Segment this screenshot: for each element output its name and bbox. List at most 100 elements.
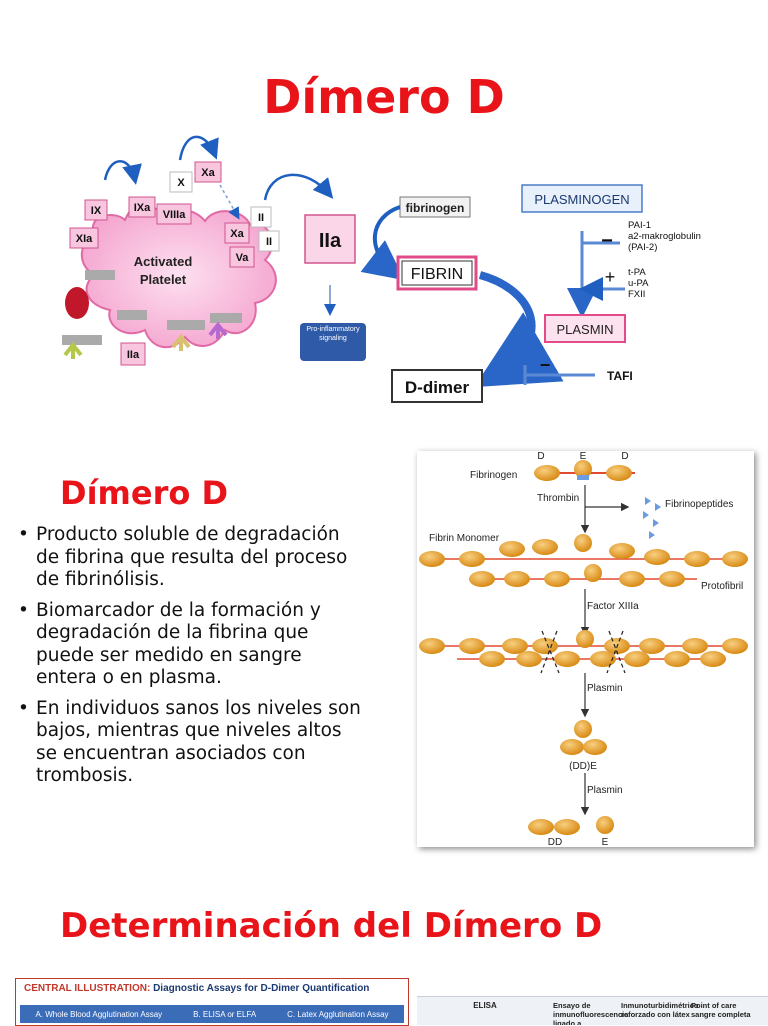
- ix-to-ixa-arrow: [103, 160, 142, 185]
- bullet-item: • En individuos sanos los niveles son baj…: [18, 698, 368, 788]
- tab-elisa-elfa: B. ELISA or ELFA: [193, 1009, 257, 1019]
- crosslinked-fibrin: [419, 630, 748, 674]
- bullet-item: • Producto soluble de degradación de fibr…: [18, 524, 368, 592]
- factor-xia-label: XIa: [76, 233, 93, 245]
- plasminogen-box: [521, 184, 643, 213]
- gpvi-receptor-box: [85, 270, 115, 280]
- bullet-dot: •: [18, 697, 29, 719]
- factor-ixa-box: [128, 196, 156, 218]
- slide-title-dimero-d-2: Dímero D: [60, 474, 229, 512]
- dd-and-e-fragments: [528, 816, 614, 835]
- factor-iia-bottom-box: [120, 342, 146, 366]
- receptor-y-green: [63, 341, 83, 359]
- e-bottom-label: E: [602, 837, 609, 847]
- fibrinopeptides-label: Fibrinopeptides: [665, 499, 733, 510]
- factor-iia-big-box: [304, 214, 356, 264]
- factor-ii-a-label: II: [258, 212, 264, 224]
- table-header-inmunoturbidimetrico: Inmunoturbidimétrico reforzado con látex: [621, 1001, 699, 1019]
- activated-platelet-label-line1: Activated: [134, 254, 193, 269]
- central-illustration-title: Diagnostic Assays for D-Dimer Quantifica…: [150, 983, 370, 994]
- plasmin-label-1: Plasmin: [587, 683, 623, 694]
- factor-iia-bottom-label: IIa: [127, 349, 140, 361]
- fibrin-to-ddimer-arrow: [474, 271, 564, 388]
- fibrin-inner-box: [401, 260, 473, 286]
- factor-va-label: Va: [236, 252, 250, 264]
- inhibitor-minus-sign: −: [601, 230, 613, 252]
- label-e-top: E: [580, 451, 587, 462]
- plasmin-box: [544, 314, 626, 343]
- activators-list: t-PA u-PA FXII: [628, 267, 649, 300]
- x-to-xa-arrow: [178, 135, 219, 161]
- thrombin-label: Thrombin: [537, 493, 579, 504]
- fibrinopeptides-fragments: [643, 497, 661, 539]
- slide-title-determinacion: Determinación del Dímero D: [60, 906, 603, 946]
- factor-ix-label: IX: [91, 205, 102, 217]
- dde-label: (DD)E: [569, 761, 597, 772]
- assay-comparison-table: ELISA Ensayo de inmunofluorescencia liga…: [417, 996, 768, 1025]
- par1-receptor-box: [117, 310, 147, 320]
- factor-xa-box: [224, 222, 250, 244]
- tab-latex: C. Latex Agglutination Assay: [287, 1009, 389, 1019]
- factor-ii-b-label: II: [266, 236, 272, 248]
- factor-x-label: X: [177, 177, 185, 189]
- receptor-x-yellow: [171, 333, 191, 351]
- dd-label: DD: [548, 837, 562, 847]
- table-header-elisa: ELISA: [473, 1001, 497, 1010]
- activated-platelet-label-line2: Platelet: [140, 272, 187, 287]
- factor-xa-top-label: Xa: [201, 167, 215, 179]
- factor-xa-label: Xa: [230, 228, 244, 240]
- factor-viiia-label: VIIIa: [163, 209, 187, 221]
- ii-to-iia-arrow: [263, 173, 334, 201]
- plasminogen-label: PLASMINOGEN: [534, 192, 629, 207]
- plasmin-label-2: Plasmin: [587, 785, 623, 796]
- factor-ii-b-box: [258, 230, 280, 252]
- factor-xa-top-box: [194, 161, 222, 183]
- factor-ix-box: [84, 199, 108, 221]
- pro-inflammatory-box: [300, 323, 366, 361]
- bullet-dot: •: [18, 524, 29, 545]
- factor-viiia-box: [156, 203, 192, 225]
- label-d-right: D: [621, 451, 628, 462]
- fibrinogen-label: fibrinogen: [406, 201, 465, 215]
- pselectin-receptor-box: [167, 320, 205, 330]
- bullet-text: Biomarcador de la formación y degradació…: [36, 599, 321, 689]
- dimero-d-bullet-list: • Producto soluble de degradación de fibr…: [18, 524, 368, 796]
- pro-inflammatory-label: Pro-inflammatory signaling: [306, 326, 360, 342]
- bullet-text: En individuos sanos los niveles son bajo…: [36, 697, 361, 787]
- receptor-y-purple: [208, 321, 228, 339]
- fibrin-monomer-label: Fibrin Monomer: [429, 533, 500, 544]
- plasmin-label: PLASMIN: [556, 322, 613, 337]
- central-illustration-panel: CENTRAL ILLUSTRATION: Diagnostic Assays …: [15, 978, 409, 1026]
- table-header-inmunofluorescencia: Ensayo de inmunofluorescencia ligado a: [553, 1001, 629, 1025]
- tafi-minus-sign: −: [540, 355, 551, 375]
- tab-whole-blood: A. Whole Blood Agglutination Assay: [35, 1009, 163, 1019]
- fibrinogen-to-fibrin-arrow: [360, 205, 405, 281]
- xa-dashed-arrow: [219, 184, 240, 220]
- ddimer-label: D-dimer: [405, 378, 470, 397]
- tafi-label: TAFI: [607, 369, 633, 383]
- fibrinogen-molecule: [534, 460, 635, 481]
- dde-fragment: [560, 720, 607, 755]
- activator-plus-sign: +: [605, 267, 616, 287]
- factor-ixa-label: IXa: [134, 202, 151, 214]
- coagulation-fibrinolysis-diagram: Activated Platelet IX IXa VIIIa XIa X Xa…: [62, 135, 701, 403]
- cd40l-receptor-box: [210, 313, 242, 323]
- central-illustration-label: CENTRAL ILLUSTRATION:: [24, 983, 151, 994]
- fibrinogen-label: Fibrinogen: [470, 470, 517, 481]
- fibrin-degradation-diagram: D E D Fibrinogen Thrombin Fibrinopeptide…: [419, 451, 748, 848]
- fibrin-label: FIBRIN: [411, 266, 463, 283]
- factor-va-box: [229, 246, 255, 268]
- inhibitors-list: PAI-1 a2-makroglobulin (PAI-2): [628, 220, 701, 253]
- bullet-text: Producto soluble de degradación de fibri…: [36, 524, 348, 590]
- gpiib-receptor-box: [62, 335, 102, 345]
- label-d-left: D: [537, 451, 544, 462]
- factor-xiiia-label: Factor XIIIa: [587, 601, 639, 612]
- factor-ii-a-box: [250, 206, 272, 228]
- protofibril-molecules: [419, 534, 748, 587]
- receptor-coil: [65, 287, 89, 319]
- factor-x-box: [169, 171, 193, 193]
- factor-iia-big-label: IIa: [319, 230, 342, 252]
- bullet-item: • Biomarcador de la formación y degradaci…: [18, 600, 368, 690]
- bullet-dot: •: [18, 599, 29, 621]
- table-header-point-of-care: Point of care sangre completa: [691, 1001, 751, 1019]
